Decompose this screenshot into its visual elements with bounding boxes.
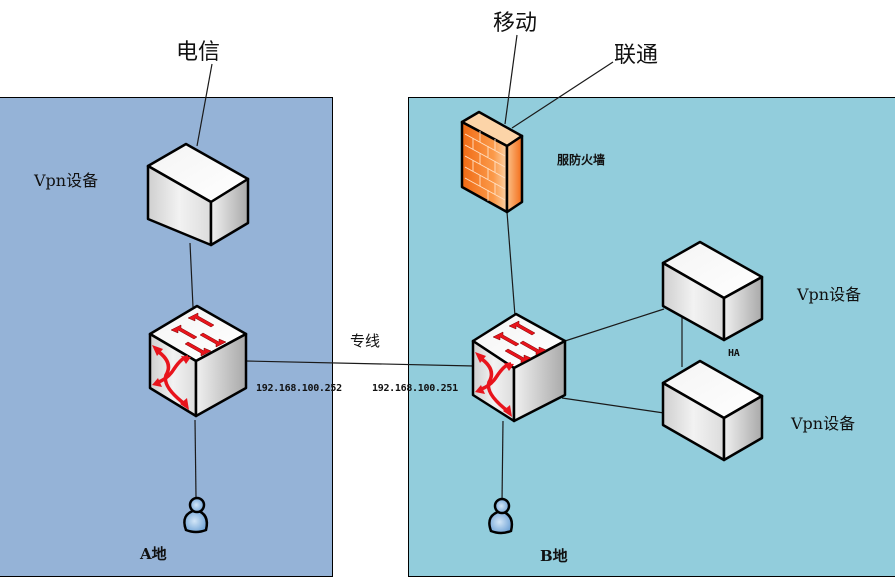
link-switch-a-user-a <box>194 419 197 498</box>
link-vpn-a-switch-a <box>189 242 194 308</box>
link-telecom-vpn-a <box>196 63 213 147</box>
vpn-b1-label: Vpn设备 <box>797 285 862 304</box>
switch-b-ip: 192.168.100.251 <box>372 383 458 394</box>
leased-line-link <box>245 360 475 367</box>
firewall-icon[interactable] <box>460 110 524 214</box>
link-switch-b-vpn-b2 <box>561 397 665 414</box>
link-mobile-firewall <box>504 34 518 125</box>
isp-mobile-label: 移动 <box>493 11 538 36</box>
site-b-label: B地 <box>540 547 568 565</box>
vpn-device-b2-icon[interactable] <box>661 359 764 462</box>
link-unicom-firewall <box>511 61 614 129</box>
isp-unicom-label: 联通 <box>614 43 659 68</box>
ha-label: HA <box>728 348 740 359</box>
vpn-b2-label: Vpn设备 <box>791 414 856 433</box>
user-a-icon[interactable] <box>183 496 209 534</box>
switch-a-ip: 192.168.100.252 <box>256 383 342 394</box>
vpn-a-label: Vpn设备 <box>34 171 99 190</box>
switch-b-icon[interactable] <box>471 312 567 423</box>
user-b-icon[interactable] <box>488 497 514 535</box>
link-switch-b-vpn-b1 <box>564 308 665 342</box>
leased-line-label: 专线 <box>350 332 381 350</box>
link-switch-b-user-b <box>501 420 504 503</box>
vpn-device-b1-icon[interactable] <box>661 240 764 342</box>
switch-a-icon[interactable] <box>148 304 248 418</box>
vpn-device-a-icon[interactable] <box>146 142 250 247</box>
site-a-label: A地 <box>140 545 167 563</box>
isp-telecom-label: 电信 <box>176 40 221 65</box>
firewall-label: 服防火墙 <box>557 153 606 167</box>
link-firewall-switch-b <box>506 211 516 317</box>
